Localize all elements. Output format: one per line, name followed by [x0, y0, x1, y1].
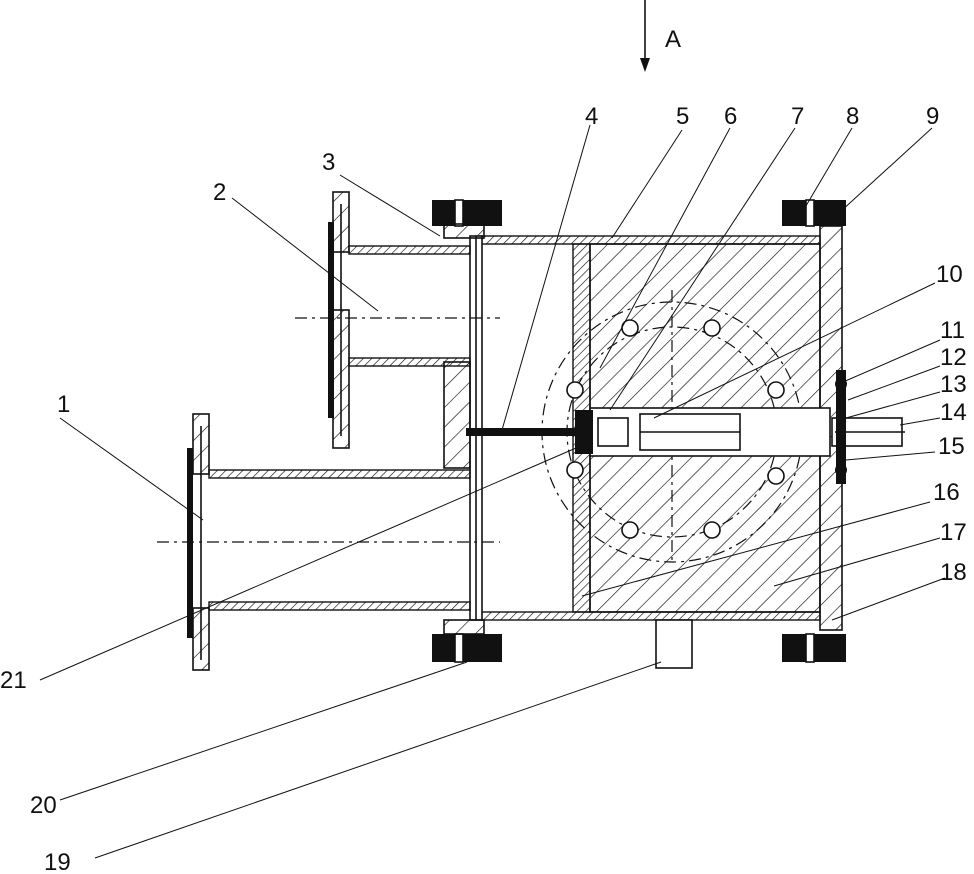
callout-8: 8: [846, 103, 859, 130]
bore-block: [443, 361, 471, 469]
callout-10: 10: [936, 261, 963, 288]
callout-5: 5: [676, 103, 689, 130]
callout-11: 11: [940, 317, 965, 344]
upper-pipe: [295, 191, 500, 449]
flange-bolts: [432, 199, 846, 663]
callout-12: 12: [940, 344, 967, 371]
view-arrow: [640, 0, 650, 72]
callout-2: 2: [213, 179, 226, 206]
callout-18: 18: [940, 559, 967, 586]
callout-6: 6: [724, 103, 737, 130]
callout-16: 16: [933, 479, 960, 506]
callout-15: 15: [938, 433, 965, 460]
callout-14: 14: [940, 399, 967, 426]
callout-4: 4: [585, 103, 598, 130]
callout-1: 1: [57, 391, 70, 418]
spindle: [466, 370, 905, 484]
callout-7: 7: [791, 103, 804, 130]
callout-9: 9: [926, 103, 939, 130]
callout-20: 20: [30, 792, 57, 819]
leader-lines: [39, 124, 946, 859]
callout-21: 21: [0, 667, 27, 694]
callout-13: 13: [940, 371, 967, 398]
drain-stub: [655, 619, 693, 669]
view-label: A: [665, 26, 681, 53]
bolt-hole-group: [566, 319, 785, 539]
callout-19: 19: [44, 849, 71, 874]
callout-17: 17: [940, 519, 967, 546]
callout-3: 3: [322, 149, 335, 176]
lower-pipe: [157, 413, 500, 671]
